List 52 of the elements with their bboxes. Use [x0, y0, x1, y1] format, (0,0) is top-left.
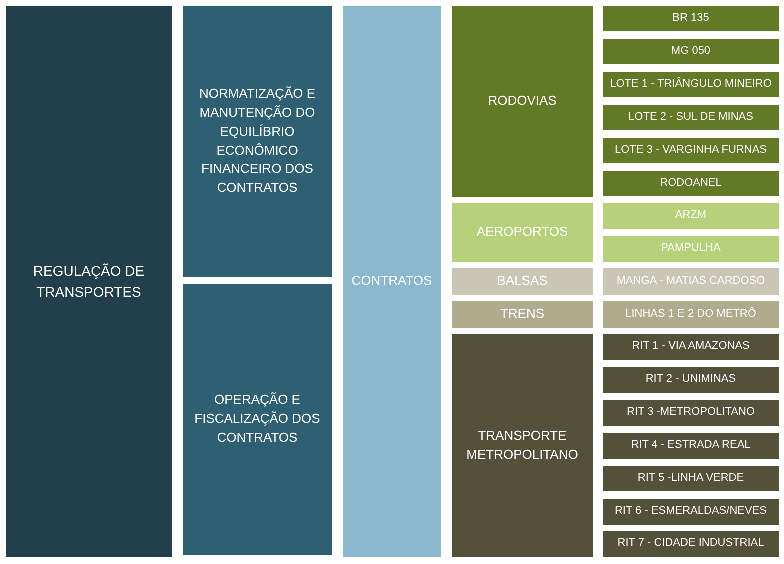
block-label: MG 050 — [671, 44, 711, 59]
block-label: RODOANEL — [660, 176, 722, 191]
category-block — [183, 6, 332, 277]
item-block — [603, 499, 779, 525]
item-block — [603, 6, 779, 31]
block-label: REGULAÇÃO DE TRANSPORTES — [32, 262, 146, 302]
item-block — [603, 400, 779, 426]
category-block — [452, 203, 593, 262]
block-label: NORMATIZAÇÃO E MANUTENÇÃO DO EQUILÍBRIO ECONÔMICO FINANCEIRO DOS CONTRATOS — [198, 84, 317, 198]
item-block — [603, 334, 779, 360]
category-block — [183, 284, 332, 555]
block-label: BR 135 — [672, 10, 710, 26]
block-label: PAMPULHA — [661, 241, 721, 256]
item-block — [603, 39, 779, 64]
category-block — [343, 6, 441, 557]
item-block — [603, 105, 779, 130]
item-block — [603, 138, 779, 163]
category-block — [452, 301, 593, 328]
block-label: RIT 7 - CIDADE INDUSTRIAL — [618, 536, 764, 552]
category-block — [452, 268, 593, 295]
category-block — [6, 6, 172, 557]
item-block — [603, 236, 779, 262]
block-label: RIT 2 - UNIMINAS — [646, 372, 736, 388]
block-label: LOTE 1 - TRIÂNGULO MINEIRO — [610, 76, 772, 92]
block-label: LOTE 3 - VARGINHA FURNAS — [615, 142, 767, 158]
block-label: TRENS — [500, 305, 545, 324]
item-block — [603, 268, 779, 295]
item-block — [603, 367, 779, 393]
block-label: RIT 3 -METROPOLITANO — [627, 405, 755, 420]
category-block — [452, 334, 593, 557]
item-block — [603, 72, 779, 97]
item-block — [603, 433, 779, 459]
block-label: LINHAS 1 E 2 DO METRÔ — [626, 306, 756, 322]
block-label: BALSAS — [497, 272, 548, 290]
block-label: RIT 6 - ESMERALDAS/NEVES — [614, 504, 767, 520]
item-block — [603, 171, 779, 196]
block-label: RIT 1 - VIA AMAZONAS — [632, 339, 750, 354]
item-block — [603, 466, 779, 491]
block-label: OPERAÇÃO E FISCALIZAÇÃO DOS CONTRATOS — [194, 391, 322, 447]
block-label: MANGA - MATIAS CARDOSO — [616, 274, 766, 289]
item-block — [603, 531, 779, 557]
block-label: ARZM — [675, 208, 707, 224]
block-label: RODOVIAS — [488, 92, 557, 110]
block-label: AEROPORTOS — [476, 223, 568, 242]
item-block — [603, 203, 779, 229]
item-block — [603, 301, 779, 328]
block-label: RIT 5 -LINHA VERDE — [638, 470, 744, 486]
block-label: CONTRATOS — [352, 272, 432, 290]
category-block — [452, 6, 593, 197]
block-label: RIT 4 - ESTRADA REAL — [631, 438, 751, 454]
block-label: TRANSPORTE METROPOLITANO — [466, 426, 580, 464]
block-label: LOTE 2 - SUL DE MINAS — [628, 110, 754, 125]
